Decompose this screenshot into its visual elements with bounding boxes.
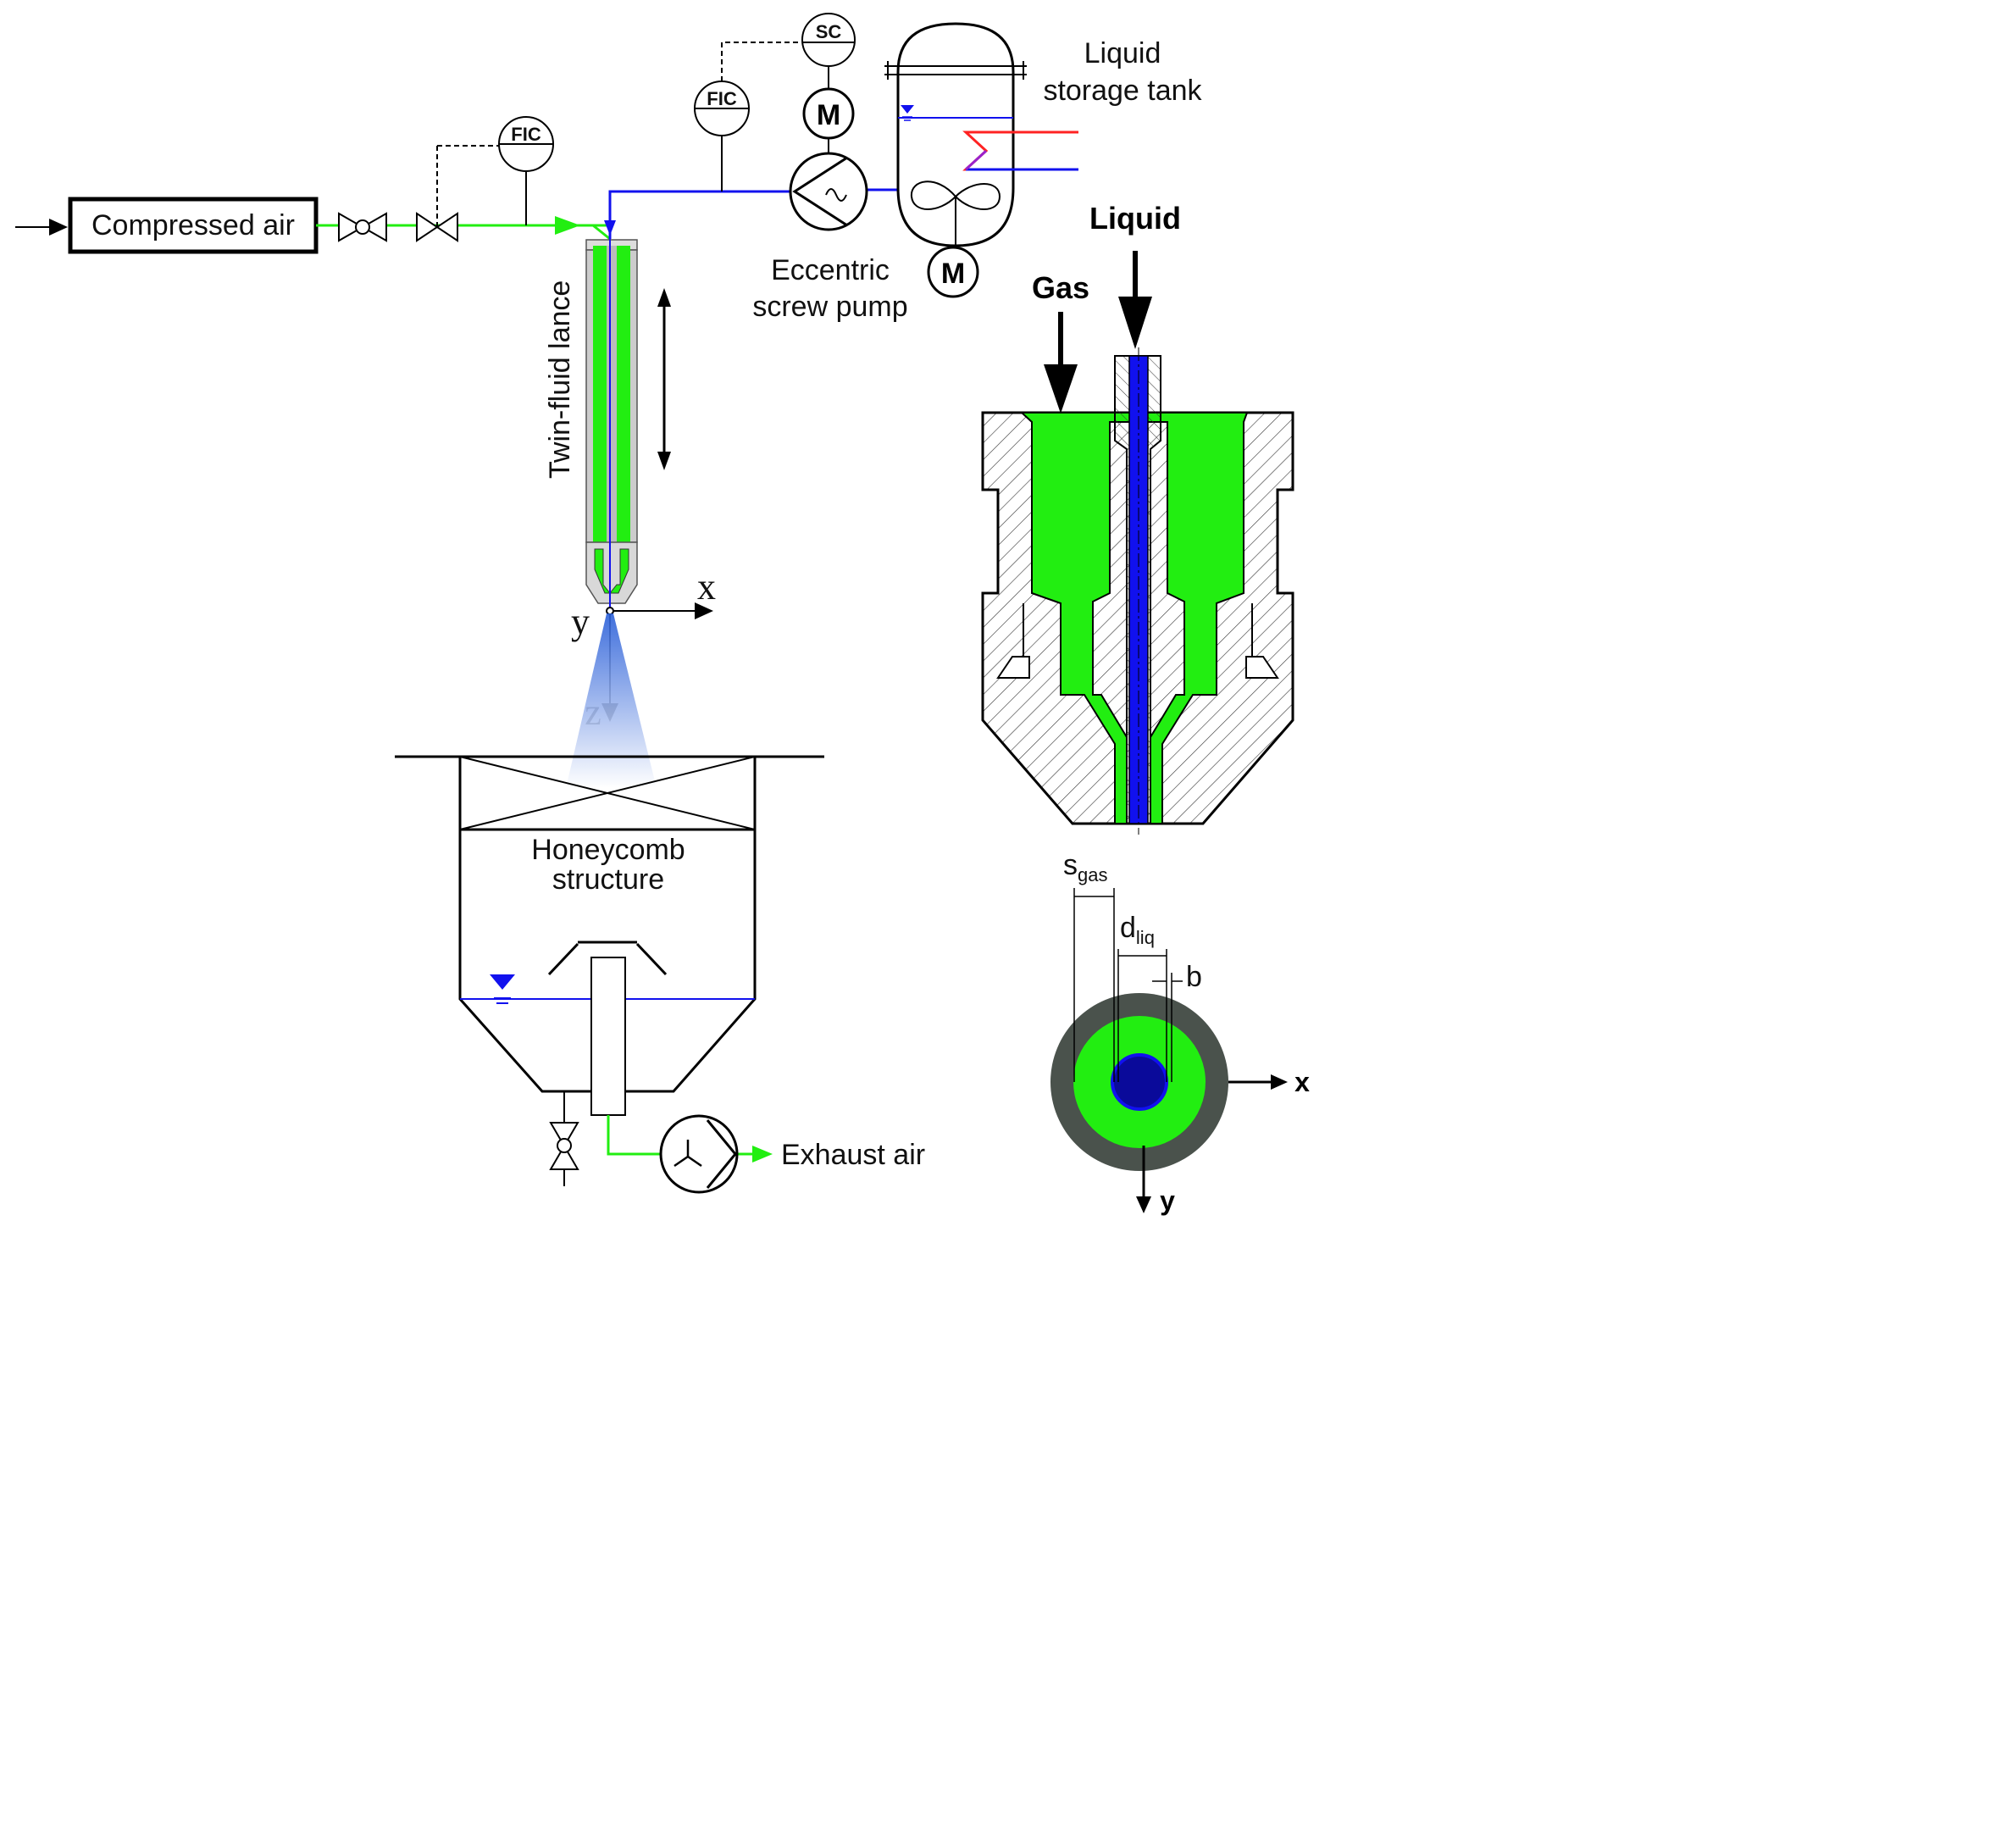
heating-coil [962,130,1078,171]
nozzle-section [981,347,1294,835]
agitator-motor-label: M [941,258,965,290]
agitator-motor: M [927,246,979,298]
lance-x-label: x [697,566,716,608]
liquid-label: Liquid [1089,201,1181,236]
dliq-label: dliq [1120,912,1155,948]
tank-label-line1: Liquid [1084,37,1161,69]
shutoff-valve[interactable] [338,212,387,242]
compressed-air-label: Compressed air [91,209,295,241]
section-x-label: x [1294,1067,1310,1097]
lance-y-label: y [571,601,590,642]
section-y-label: y [1160,1185,1175,1216]
fic-liquid-controller: FIC [694,42,801,191]
liquid-storage-tank [884,22,1027,254]
spray-chamber [395,755,824,1116]
liquid-core [1111,1053,1168,1111]
sgas-label: sgas [1063,849,1107,885]
sc-label: SC [816,21,842,42]
nozzle-cross-section [1050,888,1288,1213]
exhaust-air-label: Exhaust air [781,1139,925,1171]
chamber-level-icon [490,974,515,990]
honeycomb-label-line2: structure [552,863,664,896]
pump-motor: M [802,87,855,154]
tank-label-line2: storage tank [1043,75,1202,107]
spray-cone [566,613,657,788]
speed-controller: SC [801,13,856,88]
fic-liquid-label: FIC [707,88,737,109]
fic-air-controller: FIC [498,116,554,225]
pump-motor-label: M [817,99,840,131]
pump-label-line1: Eccentric [771,254,890,286]
process-diagram: Compressed air FIC FIC [15,13,1310,1216]
gas-label: Gas [1032,270,1089,305]
exhaust-fan[interactable] [659,1114,739,1194]
tank-level-icon [901,105,914,114]
liquid-line [604,188,898,610]
exhaust-line [607,1115,773,1163]
eccentric-screw-pump[interactable] [789,152,868,231]
honeycomb-label-line1: Honeycomb [531,834,685,866]
compressed-air-supply: Compressed air [15,197,319,254]
liquid-inlet-arrow [1118,251,1152,349]
lance-label: Twin-fluid lance [544,280,576,479]
traverse-arrow[interactable] [657,288,671,470]
drain-valve[interactable] [549,1091,579,1186]
agitator-icon [910,180,1001,210]
gas-flow-arrow [555,216,580,235]
gas-inlet-arrow [1044,312,1078,413]
fic-air-label: FIC [511,124,541,145]
twin-fluid-lance [585,239,638,612]
pump-label-line2: screw pump [752,291,907,323]
honeycomb-section [458,755,757,831]
exhaust-arrow [752,1146,773,1163]
control-valve[interactable] [416,145,500,242]
b-label: b [1186,961,1202,993]
